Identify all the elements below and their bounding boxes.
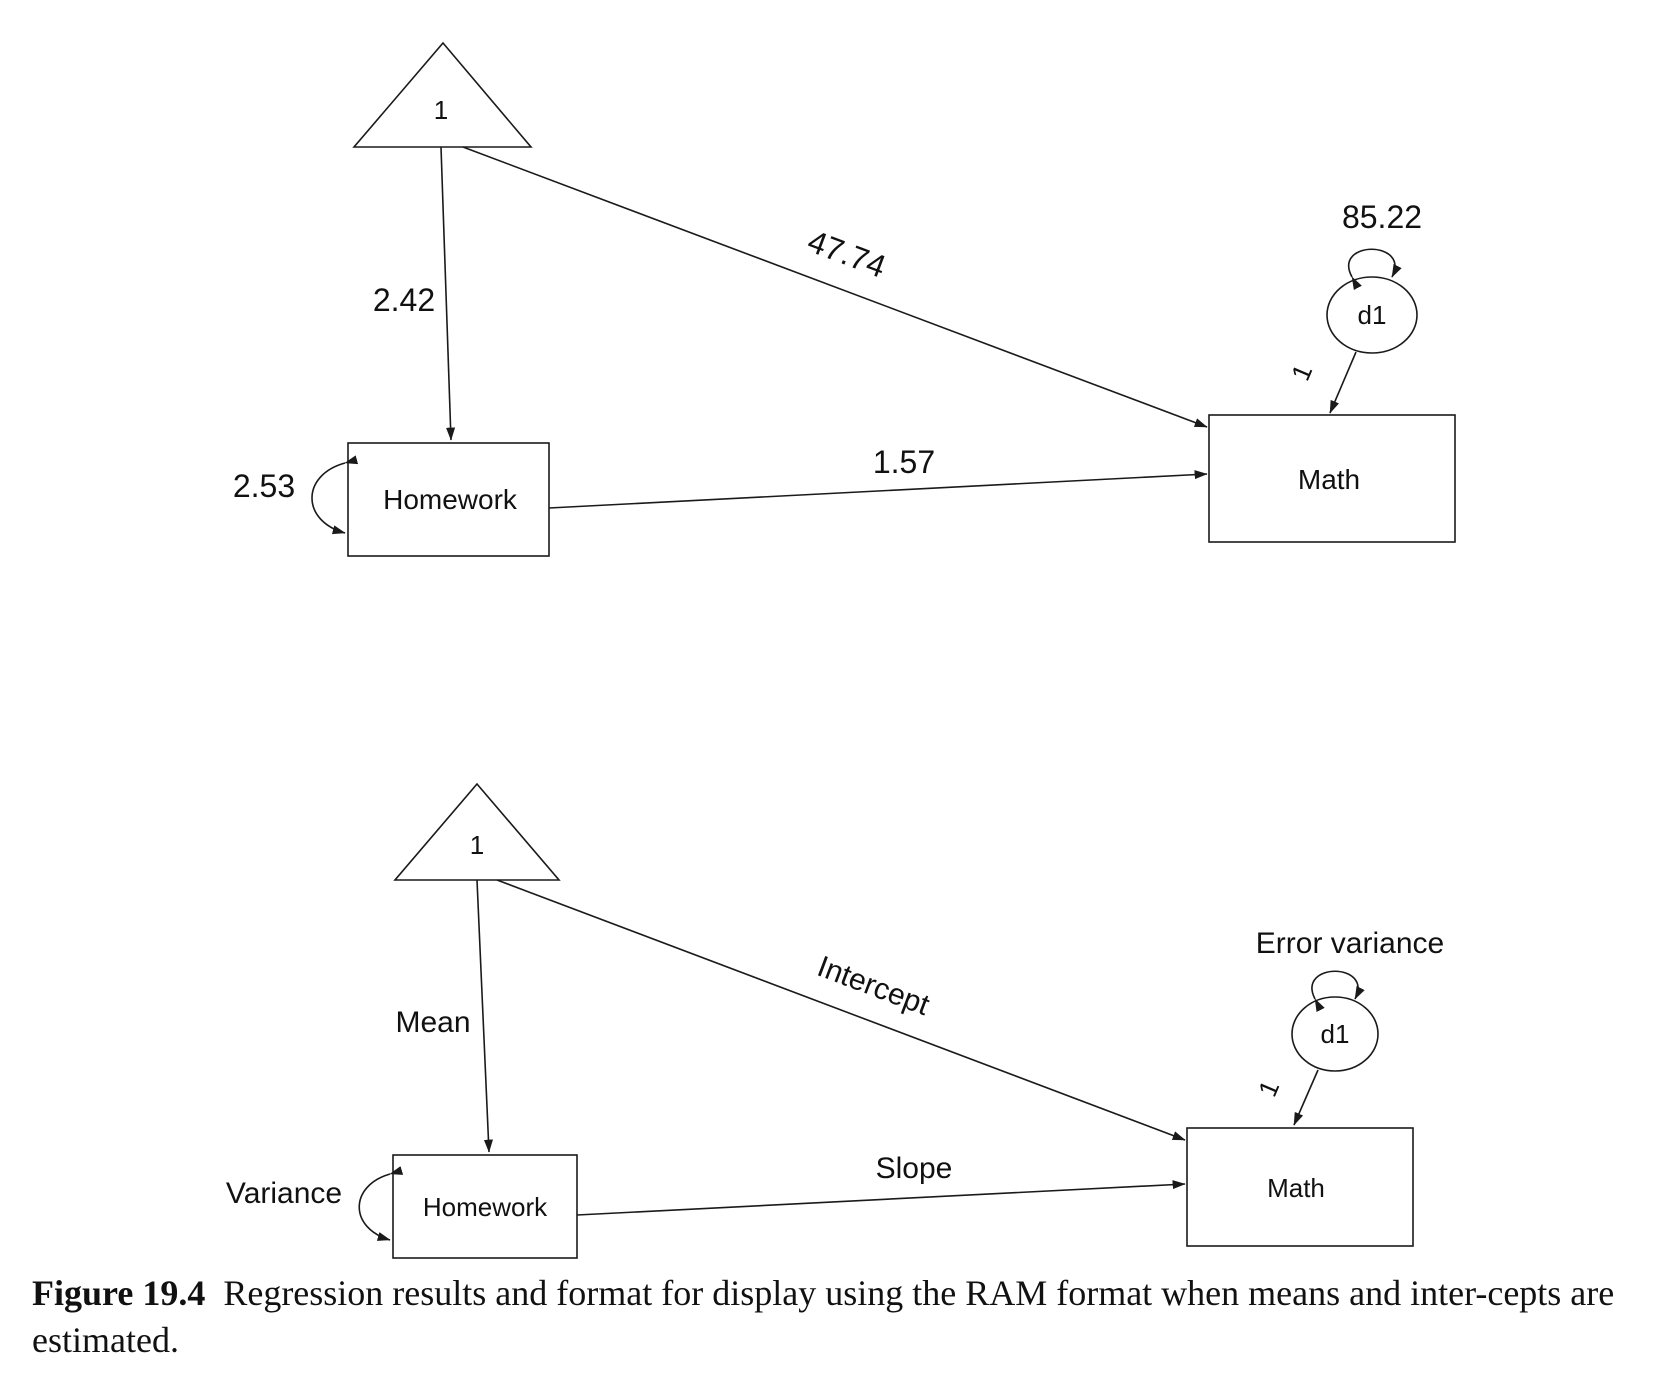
bottom-disturbance-path-value: 1 (1252, 1076, 1285, 1101)
figure-caption-text: Regression results and format for displa… (32, 1273, 1615, 1360)
bottom-error-variance-label: Error variance (1256, 927, 1444, 960)
top-constant-label: 1 (434, 95, 448, 125)
top-disturbance-path-value: 1 (1285, 360, 1318, 385)
bottom-slope-path-arrow (576, 1180, 1186, 1216)
top-slope-path-arrow (548, 470, 1208, 509)
top-error-variance-value: 85.22 (1342, 199, 1422, 235)
top-disturbance-path-arrow (1329, 351, 1357, 414)
bottom-math-box (1186, 1127, 1414, 1247)
bottom-intercept-path-arrow (496, 879, 1186, 1141)
top-variance-curve (311, 455, 359, 535)
bottom-mean-label: Mean (395, 1006, 470, 1039)
top-intercept-value: 47.74 (803, 223, 891, 285)
top-math-label: Math (1298, 464, 1360, 495)
bottom-disturbance-label: d1 (1321, 1019, 1350, 1049)
bottom-diagram: 1 Homework Math d1 Mean Intercept Slope … (226, 782, 1444, 1259)
bottom-variance-curve (358, 1166, 404, 1241)
top-intercept-path-arrow (462, 146, 1208, 428)
bottom-mean-path-arrow (476, 879, 494, 1153)
bottom-math-label: Math (1267, 1173, 1325, 1203)
top-diagram: 1 Homework Math d1 2.42 47.74 1.57 2.53 … (233, 41, 1456, 557)
top-disturbance-label: d1 (1358, 300, 1387, 330)
bottom-constant-label: 1 (470, 830, 484, 860)
bottom-slope-label: Slope (876, 1152, 953, 1185)
figure-label: Figure 19.4 (32, 1273, 206, 1313)
bottom-variance-label: Variance (226, 1177, 342, 1210)
bottom-error-variance-loop (1311, 970, 1365, 1013)
top-mean-path-arrow (440, 146, 456, 441)
bottom-homework-label: Homework (423, 1192, 548, 1222)
top-variance-value: 2.53 (233, 468, 295, 504)
bottom-intercept-label: Intercept (813, 950, 934, 1022)
top-homework-label: Homework (383, 484, 518, 515)
top-slope-value: 1.57 (873, 444, 935, 480)
top-math-box (1208, 414, 1456, 543)
top-mean-value: 2.42 (373, 282, 435, 318)
figure-caption: Figure 19.4 Regression results and forma… (32, 1270, 1662, 1364)
top-constant-triangle (352, 41, 533, 148)
top-error-variance-loop (1348, 248, 1402, 291)
bottom-disturbance-path-arrow (1293, 1069, 1319, 1126)
